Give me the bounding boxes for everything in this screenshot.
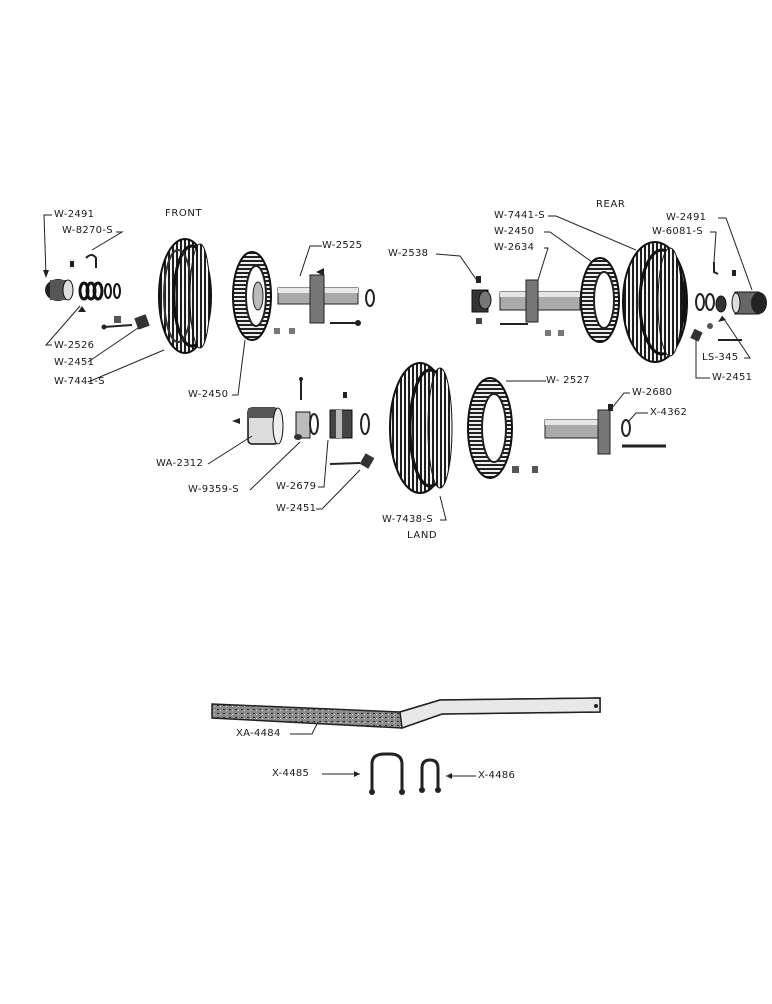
header-rear: REAR	[596, 199, 626, 210]
label-w2451-rear: W-2451	[712, 372, 753, 383]
land-hub-nut	[329, 392, 375, 469]
land-hub-flange	[467, 377, 513, 479]
label-xa4484: XA-4484	[236, 728, 281, 739]
u-bolt-large	[369, 752, 405, 795]
label-w2451-land: W-2451	[276, 503, 317, 514]
label-w2525: W-2525	[322, 240, 363, 251]
header-front: FRONT	[165, 208, 203, 219]
front-spring-washers	[78, 281, 121, 301]
rear-wheel	[622, 241, 688, 363]
land-hub-cap	[232, 407, 284, 445]
label-x4362: X-4362	[650, 407, 688, 418]
rear-hub-flange	[580, 257, 620, 343]
header-land: LAND	[407, 530, 438, 541]
label-w2680: W-2680	[632, 387, 673, 398]
front-small-pins	[70, 254, 150, 330]
label-w2526: W-2526	[54, 340, 95, 351]
rear-hub-bolt	[471, 276, 492, 324]
land-bearing-cone	[294, 377, 319, 440]
label-w2679: W-2679	[276, 481, 317, 492]
label-w2491-front: W-2491	[54, 209, 95, 220]
label-w8270s: W-8270-S	[62, 225, 113, 236]
rear-hub-cap	[690, 262, 767, 342]
label-w2450-front: W-2450	[188, 389, 229, 400]
label-w2538: W-2538	[388, 248, 429, 259]
front-wheel	[158, 238, 212, 354]
label-ls345: LS-345	[702, 352, 739, 363]
leaf-spring-bar	[211, 697, 601, 730]
front-hub-cap	[45, 279, 74, 301]
leader-lines	[43, 214, 753, 777]
label-w6081s: W-6081-S	[652, 226, 703, 237]
label-w2634: W-2634	[494, 242, 535, 253]
label-w2450-rear: W-2450	[494, 226, 535, 237]
label-x4485: X-4485	[272, 768, 310, 779]
label-w7441s-front: W-7441-S	[54, 376, 105, 387]
land-axle-shaft	[512, 404, 666, 473]
label-w2451-front: W-2451	[54, 357, 95, 368]
front-hub-flange	[232, 251, 272, 341]
leader-arrowheads	[43, 270, 726, 779]
label-w2491-rear: W-2491	[666, 212, 707, 223]
u-bolt-small	[419, 758, 441, 793]
label-w9359s: W-9359-S	[188, 484, 239, 495]
label-w7438s: W-7438-S	[382, 514, 433, 525]
label-w2527: W- 2527	[546, 375, 590, 386]
label-x4486: X-4486	[478, 770, 516, 781]
front-axle-shaft	[274, 268, 375, 334]
rear-axle-shaft	[499, 279, 581, 336]
land-wheel	[389, 362, 453, 494]
label-wa2312: WA-2312	[156, 458, 204, 469]
label-w7441s-rear: W-7441-S	[494, 210, 545, 221]
